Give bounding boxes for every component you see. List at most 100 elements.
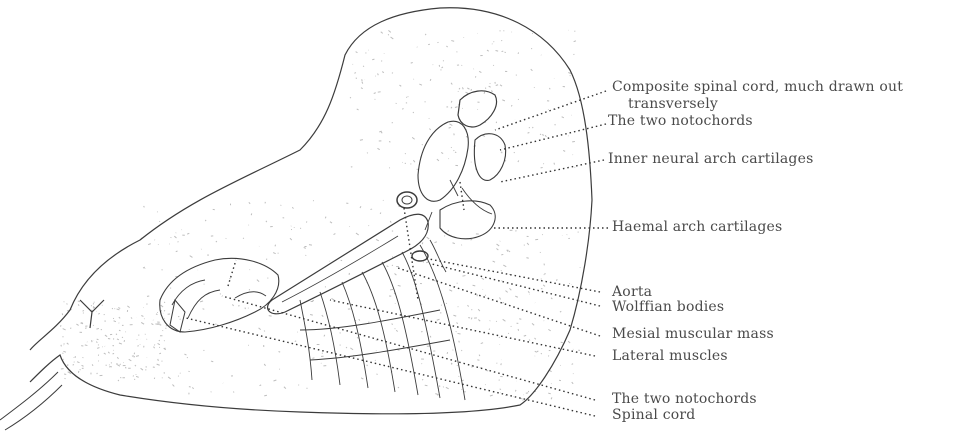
stipple-mark (545, 273, 546, 274)
stipple-mark (178, 242, 179, 243)
stipple-mark (441, 152, 443, 153)
stipple-mark (524, 335, 526, 336)
stipple-mark (427, 237, 430, 239)
stipple-mark (528, 291, 529, 292)
stipple-mark (446, 387, 449, 388)
stipple-mark (259, 328, 261, 330)
stipple-mark (82, 365, 84, 366)
stipple-mark (560, 311, 561, 312)
stipple-mark (354, 73, 355, 74)
stipple-mark (532, 127, 533, 128)
stipple-mark (153, 347, 154, 349)
stipple-mark (366, 53, 367, 54)
stipple-mark (430, 79, 431, 81)
stipple-mark (116, 334, 117, 335)
stipple-mark (382, 72, 384, 73)
stipple-mark (551, 397, 552, 399)
stipple-mark (243, 238, 244, 239)
stipple-mark (178, 376, 179, 377)
stipple-mark (200, 301, 203, 302)
stipple-mark (164, 302, 165, 303)
stipple-mark (451, 107, 452, 108)
stipple-mark (443, 60, 444, 61)
stipple-mark (380, 213, 381, 214)
stipple-mark (127, 306, 129, 308)
stipple-mark (372, 59, 374, 60)
stipple-mark (172, 385, 174, 387)
stipple-mark (330, 222, 332, 223)
stipple-mark (448, 230, 449, 231)
stipple-mark (574, 41, 576, 42)
stipple-mark (529, 340, 530, 341)
stipple-mark (481, 343, 483, 344)
stipple-mark (541, 353, 542, 354)
stipple-mark (399, 85, 401, 86)
stipple-mark (98, 345, 99, 346)
stipple-mark (569, 283, 570, 284)
stipple-mark (497, 244, 500, 246)
stipple-mark (528, 133, 530, 134)
stipple-mark (453, 150, 454, 151)
stipple-mark (551, 298, 552, 299)
stipple-mark (367, 365, 368, 366)
stipple-mark (93, 307, 95, 308)
stipple-mark (251, 213, 252, 215)
spinal-cord-composite (458, 91, 497, 127)
stipple-mark (157, 364, 160, 365)
stipple-mark (96, 328, 98, 329)
stipple-mark (479, 355, 480, 356)
stipple-mark (412, 137, 414, 139)
stipple-mark (324, 335, 325, 337)
stipple-mark (411, 63, 413, 64)
stipple-mark (93, 303, 94, 304)
stipple-mark (290, 238, 292, 240)
stipple-mark (295, 341, 296, 342)
stipple-mark (557, 279, 558, 281)
stipple-mark (473, 285, 476, 286)
stipple-mark (493, 261, 495, 262)
stipple-mark (458, 307, 459, 308)
stipple-mark (471, 89, 472, 91)
stipple-mark (451, 363, 452, 364)
stipple-mark (562, 117, 564, 118)
stipple-mark (542, 135, 544, 136)
stipple-mark (378, 73, 379, 75)
stipple-mark (449, 127, 451, 128)
stipple-mark (187, 233, 189, 234)
stipple-mark (340, 333, 341, 334)
stipple-mark (161, 305, 163, 307)
stipple-mark (548, 329, 550, 331)
stipple-mark (526, 258, 528, 259)
stipple-mark (360, 140, 363, 141)
stipple-mark (374, 93, 376, 94)
stipple-mark (97, 339, 99, 340)
stipple-mark (273, 380, 276, 381)
stipple-mark (92, 364, 93, 365)
stipple-mark (532, 323, 534, 325)
stipple-mark (390, 289, 393, 290)
stipple-mark (455, 107, 458, 108)
stipple-mark (502, 302, 504, 303)
stipple-mark (98, 313, 99, 314)
stipple-mark (503, 265, 506, 267)
stipple-mark (502, 100, 505, 101)
stipple-mark (482, 135, 485, 136)
stipple-mark (462, 65, 463, 66)
stipple-mark (574, 54, 575, 55)
stipple-mark (392, 324, 393, 325)
stipple-mark (531, 69, 533, 71)
stipple-mark (141, 316, 143, 317)
stipple-mark (350, 348, 353, 350)
stipple-mark (425, 101, 426, 102)
stipple-mark (490, 83, 491, 84)
stipple-mark (437, 319, 440, 320)
left-lobe (160, 258, 279, 332)
stipple-mark (331, 298, 334, 300)
stipple-mark (550, 88, 551, 89)
stipple-mark (260, 385, 262, 386)
stipple-mark (433, 280, 435, 281)
label-lateral-muscles: Lateral muscles (612, 349, 728, 364)
stipple-mark (63, 329, 66, 330)
stipple-mark (458, 91, 459, 92)
